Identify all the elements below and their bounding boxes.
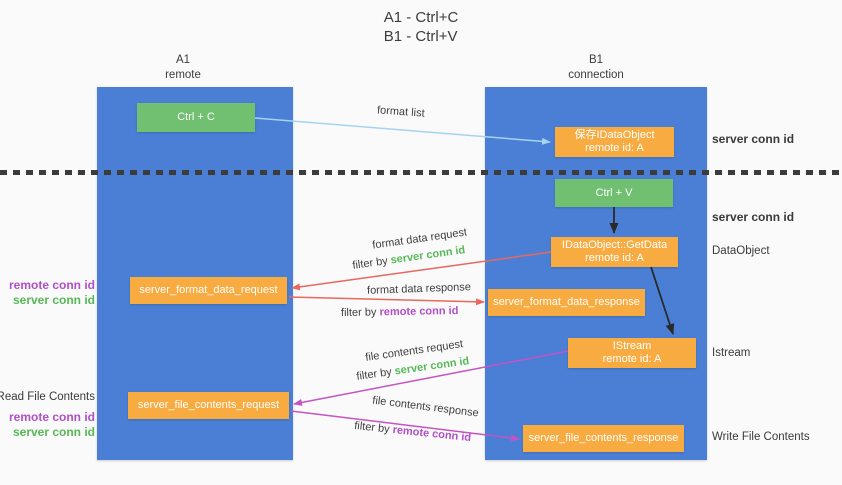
left-remote-conn-id-bottom: remote conn id <box>8 410 95 424</box>
istream-node: IStream remote id: A <box>568 338 696 368</box>
format-data-request-filter: filter by server conn id <box>352 244 466 272</box>
server-file-contents-request-label: server_file_contents_request <box>137 399 280 411</box>
remote-conn-id-key: remote conn id <box>379 304 459 319</box>
getdata-node: IDataObject::GetData remote id: A <box>551 237 678 267</box>
save-idataobject-node: 保存IDataObject remote id: A <box>555 127 674 157</box>
session-divider <box>0 170 842 175</box>
lifeline-b1-header: B1 connection <box>485 53 707 83</box>
diagram-title-text: A1 - Ctrl+C B1 - Ctrl+V <box>384 8 459 46</box>
lifeline-b1-name: B1 <box>588 54 604 66</box>
filter-by-text: filter by <box>353 419 391 436</box>
ctrl-v-node: Ctrl + V <box>555 179 673 207</box>
server-file-contents-response-node: server_file_contents_response <box>523 425 684 452</box>
server-format-data-request-label: server_format_data_request <box>139 284 278 296</box>
ctrl-c-node: Ctrl + C <box>137 103 255 132</box>
left-conn-id-group-top: remote conn id server conn id <box>9 278 95 308</box>
filter-by-text: filter by <box>340 306 377 320</box>
lifeline-a1-header: A1 remote <box>85 53 281 83</box>
lifeline-a1-name: A1 <box>175 54 191 66</box>
server-file-contents-request-node: server_file_contents_request <box>128 392 289 419</box>
format-list-label: format list <box>376 104 426 120</box>
diagram-title: A1 - Ctrl+C B1 - Ctrl+V <box>0 8 842 46</box>
remote-conn-id-key: remote conn id <box>392 423 472 445</box>
arrow-format-data-response <box>288 296 485 306</box>
left-conn-id-group-bottom: remote conn id server conn id <box>9 410 95 440</box>
left-server-conn-id-top: server conn id <box>12 293 95 307</box>
istream-line2: remote id: A <box>602 353 662 365</box>
save-idataobject-line1: 保存IDataObject <box>574 129 655 141</box>
write-file-contents-annotation: Write File Contents <box>712 431 810 443</box>
lifeline-a1-role: remote <box>165 69 201 81</box>
title-line-2: B1 - Ctrl+V <box>383 28 458 45</box>
server-format-data-request-node: server_format_data_request <box>130 277 287 304</box>
server-format-data-response-label: server_format_data_response <box>493 296 640 308</box>
lifeline-b1-role: connection <box>568 69 624 81</box>
filter-by-text: filter by <box>351 255 389 272</box>
file-contents-response-label: file contents response <box>371 394 480 420</box>
title-line-1: A1 - Ctrl+C <box>383 9 459 26</box>
ctrl-c-label: Ctrl + C <box>177 111 215 123</box>
right-server-conn-id-top: server conn id <box>712 132 795 146</box>
file-contents-response-filter: filter by remote conn id <box>354 420 472 444</box>
server-format-data-response-node: server_format_data_response <box>488 289 645 316</box>
getdata-line2: remote id: A <box>585 252 644 264</box>
server-conn-id-key: server conn id <box>393 355 471 378</box>
left-server-conn-id-bottom: server conn id <box>12 425 95 439</box>
server-file-contents-response-label: server_file_contents_response <box>528 432 679 444</box>
ctrl-v-label: Ctrl + V <box>595 186 633 199</box>
read-file-contents-annotation: Read File Contents <box>0 391 95 403</box>
filter-by-text: filter by <box>355 366 393 383</box>
dataobject-annotation: DataObject <box>712 245 770 257</box>
format-data-response-label: format data response <box>366 281 472 297</box>
getdata-line1: IDataObject::GetData <box>561 239 668 251</box>
format-data-response-filter: filter by remote conn id <box>341 305 459 319</box>
istream-line1: IStream <box>612 340 652 352</box>
save-idataobject-line2: remote id: A <box>585 142 644 154</box>
right-server-conn-id-mid: server conn id <box>712 210 795 224</box>
left-remote-conn-id-top: remote conn id <box>8 278 95 292</box>
istream-annotation: Istream <box>712 347 751 359</box>
